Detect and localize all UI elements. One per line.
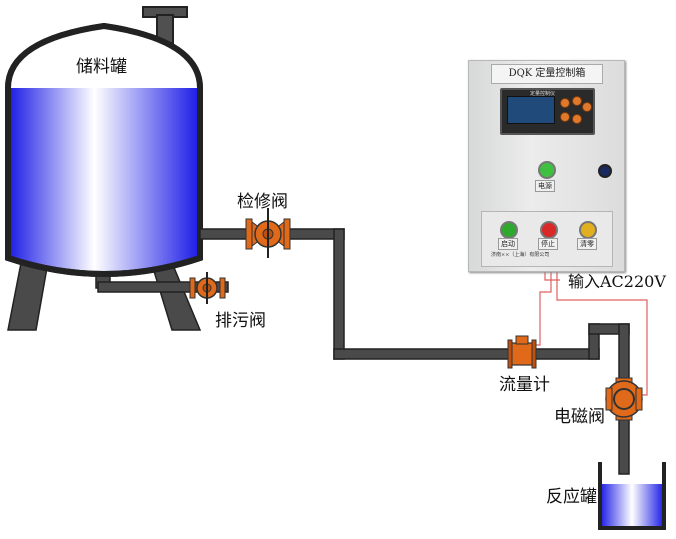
stop-button [540, 221, 558, 239]
control-box: DQK 定量控制箱 定量控制仪 电源 启动 停止 清零 济南××（上海）有限公司 [468, 60, 625, 272]
drain-pipe [97, 281, 229, 293]
maker-text: 济南××（上海）有限公司 [491, 252, 550, 258]
reset-button [579, 221, 597, 239]
reaction-tank-label: 反应罐 [546, 487, 597, 507]
stop-button-tag: 停止 [538, 238, 558, 250]
controller-screen [507, 96, 555, 124]
controller-key [582, 102, 592, 112]
service-valve-icon [245, 208, 291, 258]
controller-screen-text: 定量控制仪 [530, 91, 556, 97]
solenoid-valve-label: 电磁阀 [554, 407, 605, 427]
reset-button-tag: 清零 [577, 238, 597, 250]
control-box-title: DQK 定量控制箱 [491, 64, 603, 84]
service-valve-label: 检修阀 [237, 192, 288, 212]
indicator-lamp [598, 164, 612, 178]
flow-meter-icon [507, 335, 537, 369]
drain-valve-icon [189, 272, 226, 304]
storage-tank [4, 22, 203, 277]
power-button [538, 161, 556, 179]
power-input-label: 输入AC220V [568, 272, 666, 291]
power-button-tag: 电源 [535, 180, 555, 192]
controller-key [560, 112, 570, 122]
start-button-tag: 启动 [498, 238, 518, 250]
drain-valve-label: 排污阀 [215, 311, 266, 331]
flow-meter-label: 流量计 [499, 375, 550, 395]
controller-key [572, 114, 582, 124]
solenoid-valve-icon [605, 377, 643, 421]
storage-tank-label: 储料罐 [76, 57, 127, 77]
controller-key [560, 98, 570, 108]
start-button [500, 221, 518, 239]
reaction-tank [598, 462, 666, 530]
controller-key [572, 96, 582, 106]
quantitative-controller: 定量控制仪 [500, 88, 595, 135]
